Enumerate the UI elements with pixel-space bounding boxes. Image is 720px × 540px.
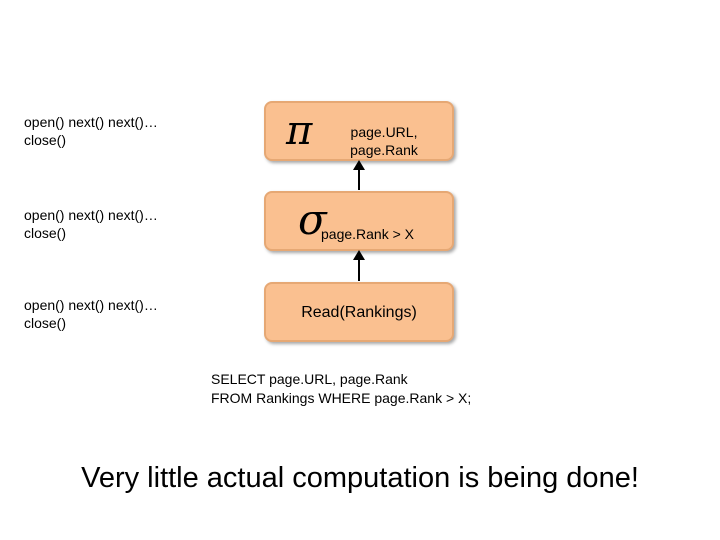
iterator-calls-line: close() [24,225,67,241]
footer-statement: Very little actual computation is being … [81,462,639,494]
iterator-calls-selection: open() next() next()… close() [24,206,204,242]
projection-operator-box: π page.URL, page.Rank [264,101,454,161]
iterator-calls-line: open() next() next()… [24,114,158,130]
arrow-up-to-projection [353,160,365,190]
sql-query: SELECT page.URL, page.Rank FROM Rankings… [211,370,471,408]
projection-attribute: page.Rank [350,142,418,158]
projection-attribute: page.URL, [350,124,418,140]
iterator-calls-projection: open() next() next()… close() [24,113,204,149]
iterator-calls-line: close() [24,315,67,331]
scan-operator-box: Read(Rankings) [264,282,454,342]
selection-operator-box: σ page.Rank > X [264,191,454,251]
arrow-up-to-selection [353,250,365,281]
iterator-calls-line: close() [24,132,67,148]
sql-line: FROM Rankings WHERE page.Rank > X; [211,390,472,406]
selection-predicate: page.Rank > X [321,226,415,242]
iterator-calls-scan: open() next() next()… close() [24,296,204,332]
iterator-calls-line: open() next() next()… [24,207,158,223]
sigma-symbol: σ [298,195,327,244]
projection-attributes: page.URL, page.Rank [324,123,444,159]
iterator-calls-line: open() next() next()… [24,297,158,313]
pi-symbol: π [286,108,313,154]
scan-label: Read(Rankings) [301,304,417,321]
sql-line: SELECT page.URL, page.Rank [211,371,408,387]
